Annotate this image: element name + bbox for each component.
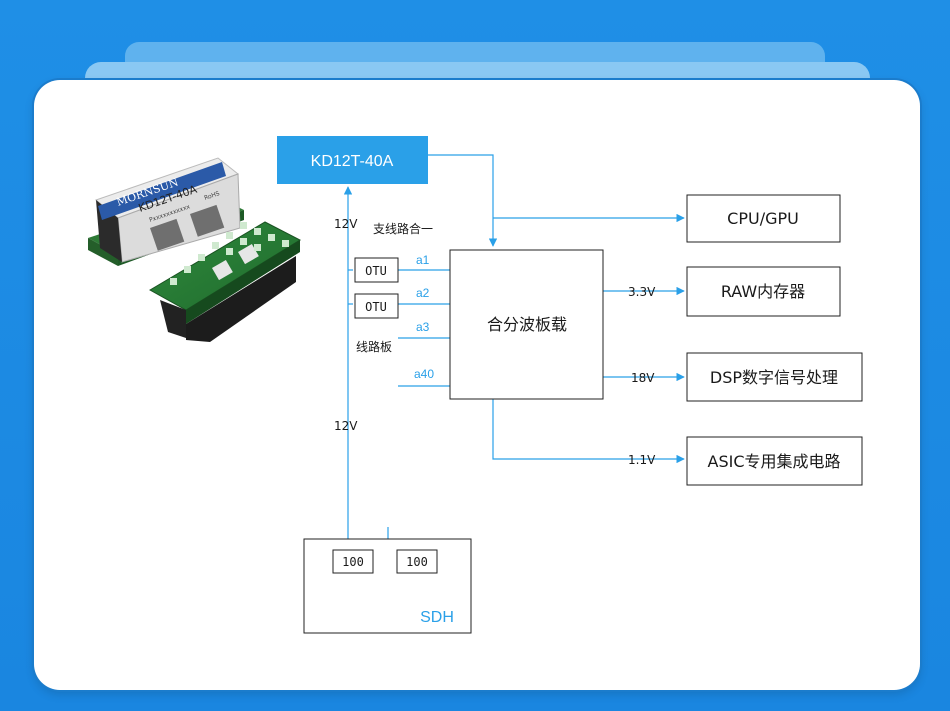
- label-3v3: 3.3V: [628, 285, 656, 299]
- sdh-port1: 100: [342, 555, 364, 569]
- label-branch: 支线路合一: [373, 221, 433, 236]
- otu2-label: OTU: [365, 300, 387, 314]
- raw-node: RAW内存器: [686, 266, 841, 317]
- module-front-view: MORNSUN KD12T-40A Pxxxxxxxxxxx RoHS: [88, 157, 244, 266]
- otu1-label: OTU: [365, 264, 387, 278]
- cpu-node: CPU/GPU: [686, 194, 841, 243]
- module-back-view: [148, 221, 302, 342]
- line-to-asic: [492, 399, 685, 464]
- sdh-port2: 100: [406, 555, 428, 569]
- dsp-node: DSP数字信号处理: [686, 352, 863, 402]
- dsp-label: DSP数字信号处理: [710, 368, 838, 387]
- asic-label: ASIC专用集成电路: [708, 452, 841, 471]
- board-label: 合分波板载: [487, 315, 567, 334]
- label-a3: a3: [416, 320, 430, 334]
- sdh-node: 100 100 SDH: [303, 538, 472, 634]
- asic-node: ASIC专用集成电路: [686, 436, 863, 486]
- product-image: MORNSUN KD12T-40A Pxxxxxxxxxxx RoHS: [88, 157, 302, 342]
- connectors: [343, 154, 685, 548]
- module-rohs: RoHS: [203, 190, 220, 202]
- label-12v-top: 12V: [334, 217, 358, 231]
- source-label: KD12T-40A: [311, 153, 394, 170]
- board-node: 合分波板载: [449, 249, 604, 400]
- label-1v1: 1.1V: [628, 453, 656, 467]
- label-a2: a2: [416, 286, 430, 300]
- cpu-label: CPU/GPU: [727, 209, 799, 228]
- otu-node-2: OTU: [354, 293, 399, 319]
- label-18v: 18V: [631, 371, 655, 385]
- source-node: KD12T-40A: [277, 136, 428, 184]
- line-source-to-board: [428, 154, 498, 247]
- label-12v-bottom: 12V: [334, 419, 358, 433]
- label-line-board: 线路板: [356, 339, 392, 354]
- annotations: 12V 12V 支线路合一 线路板 a1 a2 a3 a40 3.3V 18V …: [334, 217, 656, 467]
- label-a1: a1: [416, 253, 430, 267]
- raw-label: RAW内存器: [721, 282, 805, 301]
- label-a40: a40: [414, 367, 434, 381]
- sdh-label: SDH: [420, 609, 454, 626]
- otu-node-1: OTU: [354, 257, 399, 283]
